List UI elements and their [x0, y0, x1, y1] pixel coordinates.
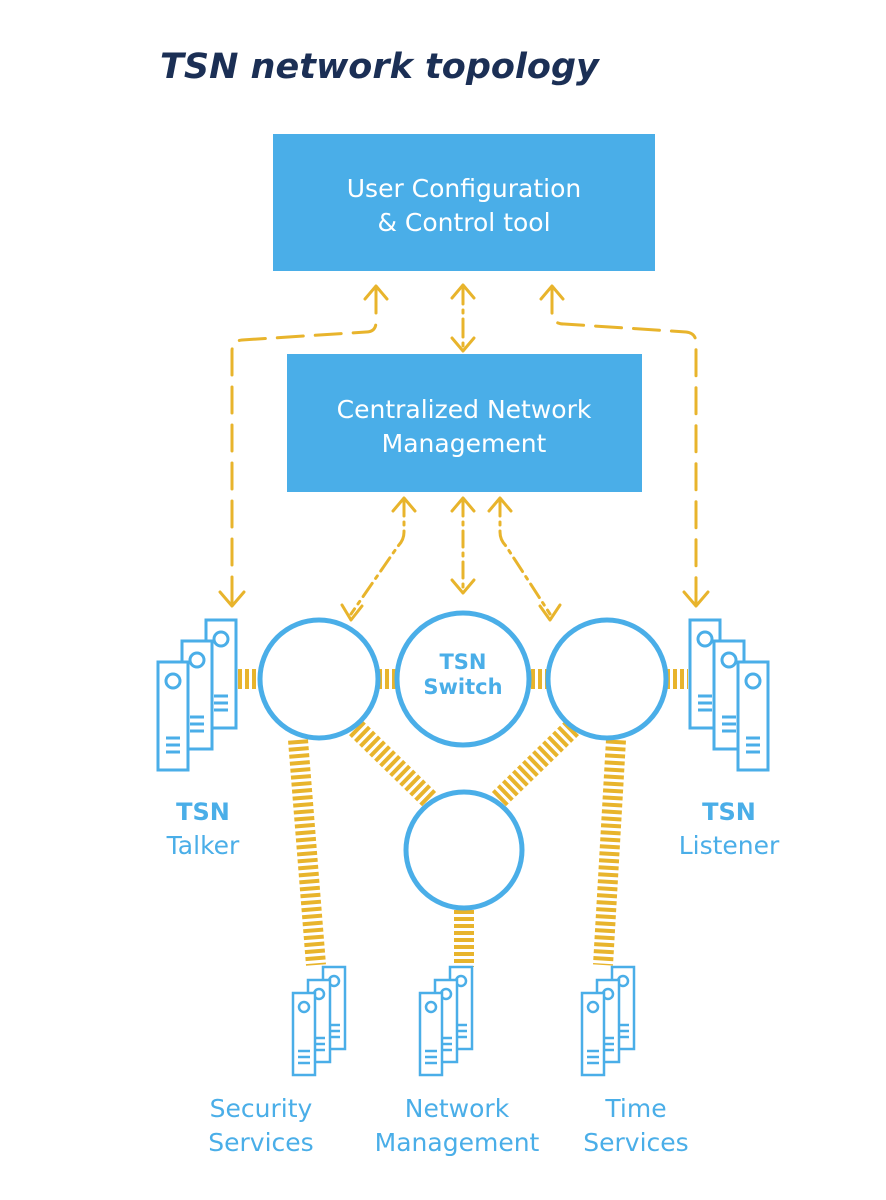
config-tool-box: User Configuration & Control tool	[273, 134, 655, 271]
config-tool-line1: User Configuration	[347, 174, 581, 203]
arrow-down-icon	[218, 590, 246, 608]
arrow-down-icon	[538, 603, 562, 622]
listener-label-line2: Listener	[679, 831, 780, 860]
security-label-line2: Services	[208, 1128, 313, 1157]
link-right-bottom	[491, 720, 579, 808]
switch-node-icon	[403, 789, 525, 911]
switch-label-line2: Switch	[423, 675, 502, 699]
arrow-up-icon	[487, 496, 513, 513]
switch-node-icon	[545, 617, 669, 741]
security-label-line1: Security	[210, 1094, 313, 1123]
arrow-up-icon	[539, 284, 565, 301]
talker-label-line2: Talker	[166, 831, 240, 860]
cnm-line2: Management	[382, 429, 547, 458]
switch-node-icon	[257, 617, 381, 741]
cnm-box: Centralized Network Management	[287, 354, 642, 492]
switch-node-icon: TSN Switch	[394, 610, 532, 748]
netmgmt-label-line1: Network	[405, 1094, 510, 1123]
config-tool-line2: & Control tool	[377, 208, 550, 237]
cnm-switch-left-connector	[349, 498, 406, 616]
arrow-down-icon	[450, 336, 476, 353]
arrow-down-icon	[340, 603, 364, 622]
netmgmt-label-line2: Management	[375, 1128, 540, 1157]
arrow-up-icon	[363, 284, 389, 301]
listener-label-line1: TSN	[702, 798, 756, 826]
config-talker-connector	[230, 285, 378, 607]
time-label-line1: Time	[604, 1094, 666, 1123]
config-listener-connector	[550, 285, 698, 607]
link-right-time	[593, 739, 626, 966]
talker-label-line1: TSN	[176, 798, 230, 826]
arrow-down-icon	[450, 578, 476, 595]
switch-label-line1: TSN	[439, 650, 486, 674]
arrow-down-icon	[682, 590, 710, 608]
cnm-line1: Centralized Network	[337, 395, 592, 424]
listener-server-stack-icon	[688, 618, 770, 772]
arrow-up-icon	[450, 283, 476, 300]
link-left-bottom	[349, 720, 437, 808]
arrow-up-icon	[391, 496, 417, 513]
time-server-stack-icon	[580, 965, 636, 1077]
cnm-switch-right-connector	[498, 498, 552, 616]
page-title: TSN network topology	[160, 47, 601, 87]
talker-server-stack-icon	[156, 618, 238, 772]
netmgmt-server-stack-icon	[418, 965, 474, 1077]
link-left-security	[288, 739, 326, 966]
arrow-up-icon	[450, 496, 476, 513]
time-label-line2: Services	[583, 1128, 688, 1157]
security-server-stack-icon	[291, 965, 347, 1077]
